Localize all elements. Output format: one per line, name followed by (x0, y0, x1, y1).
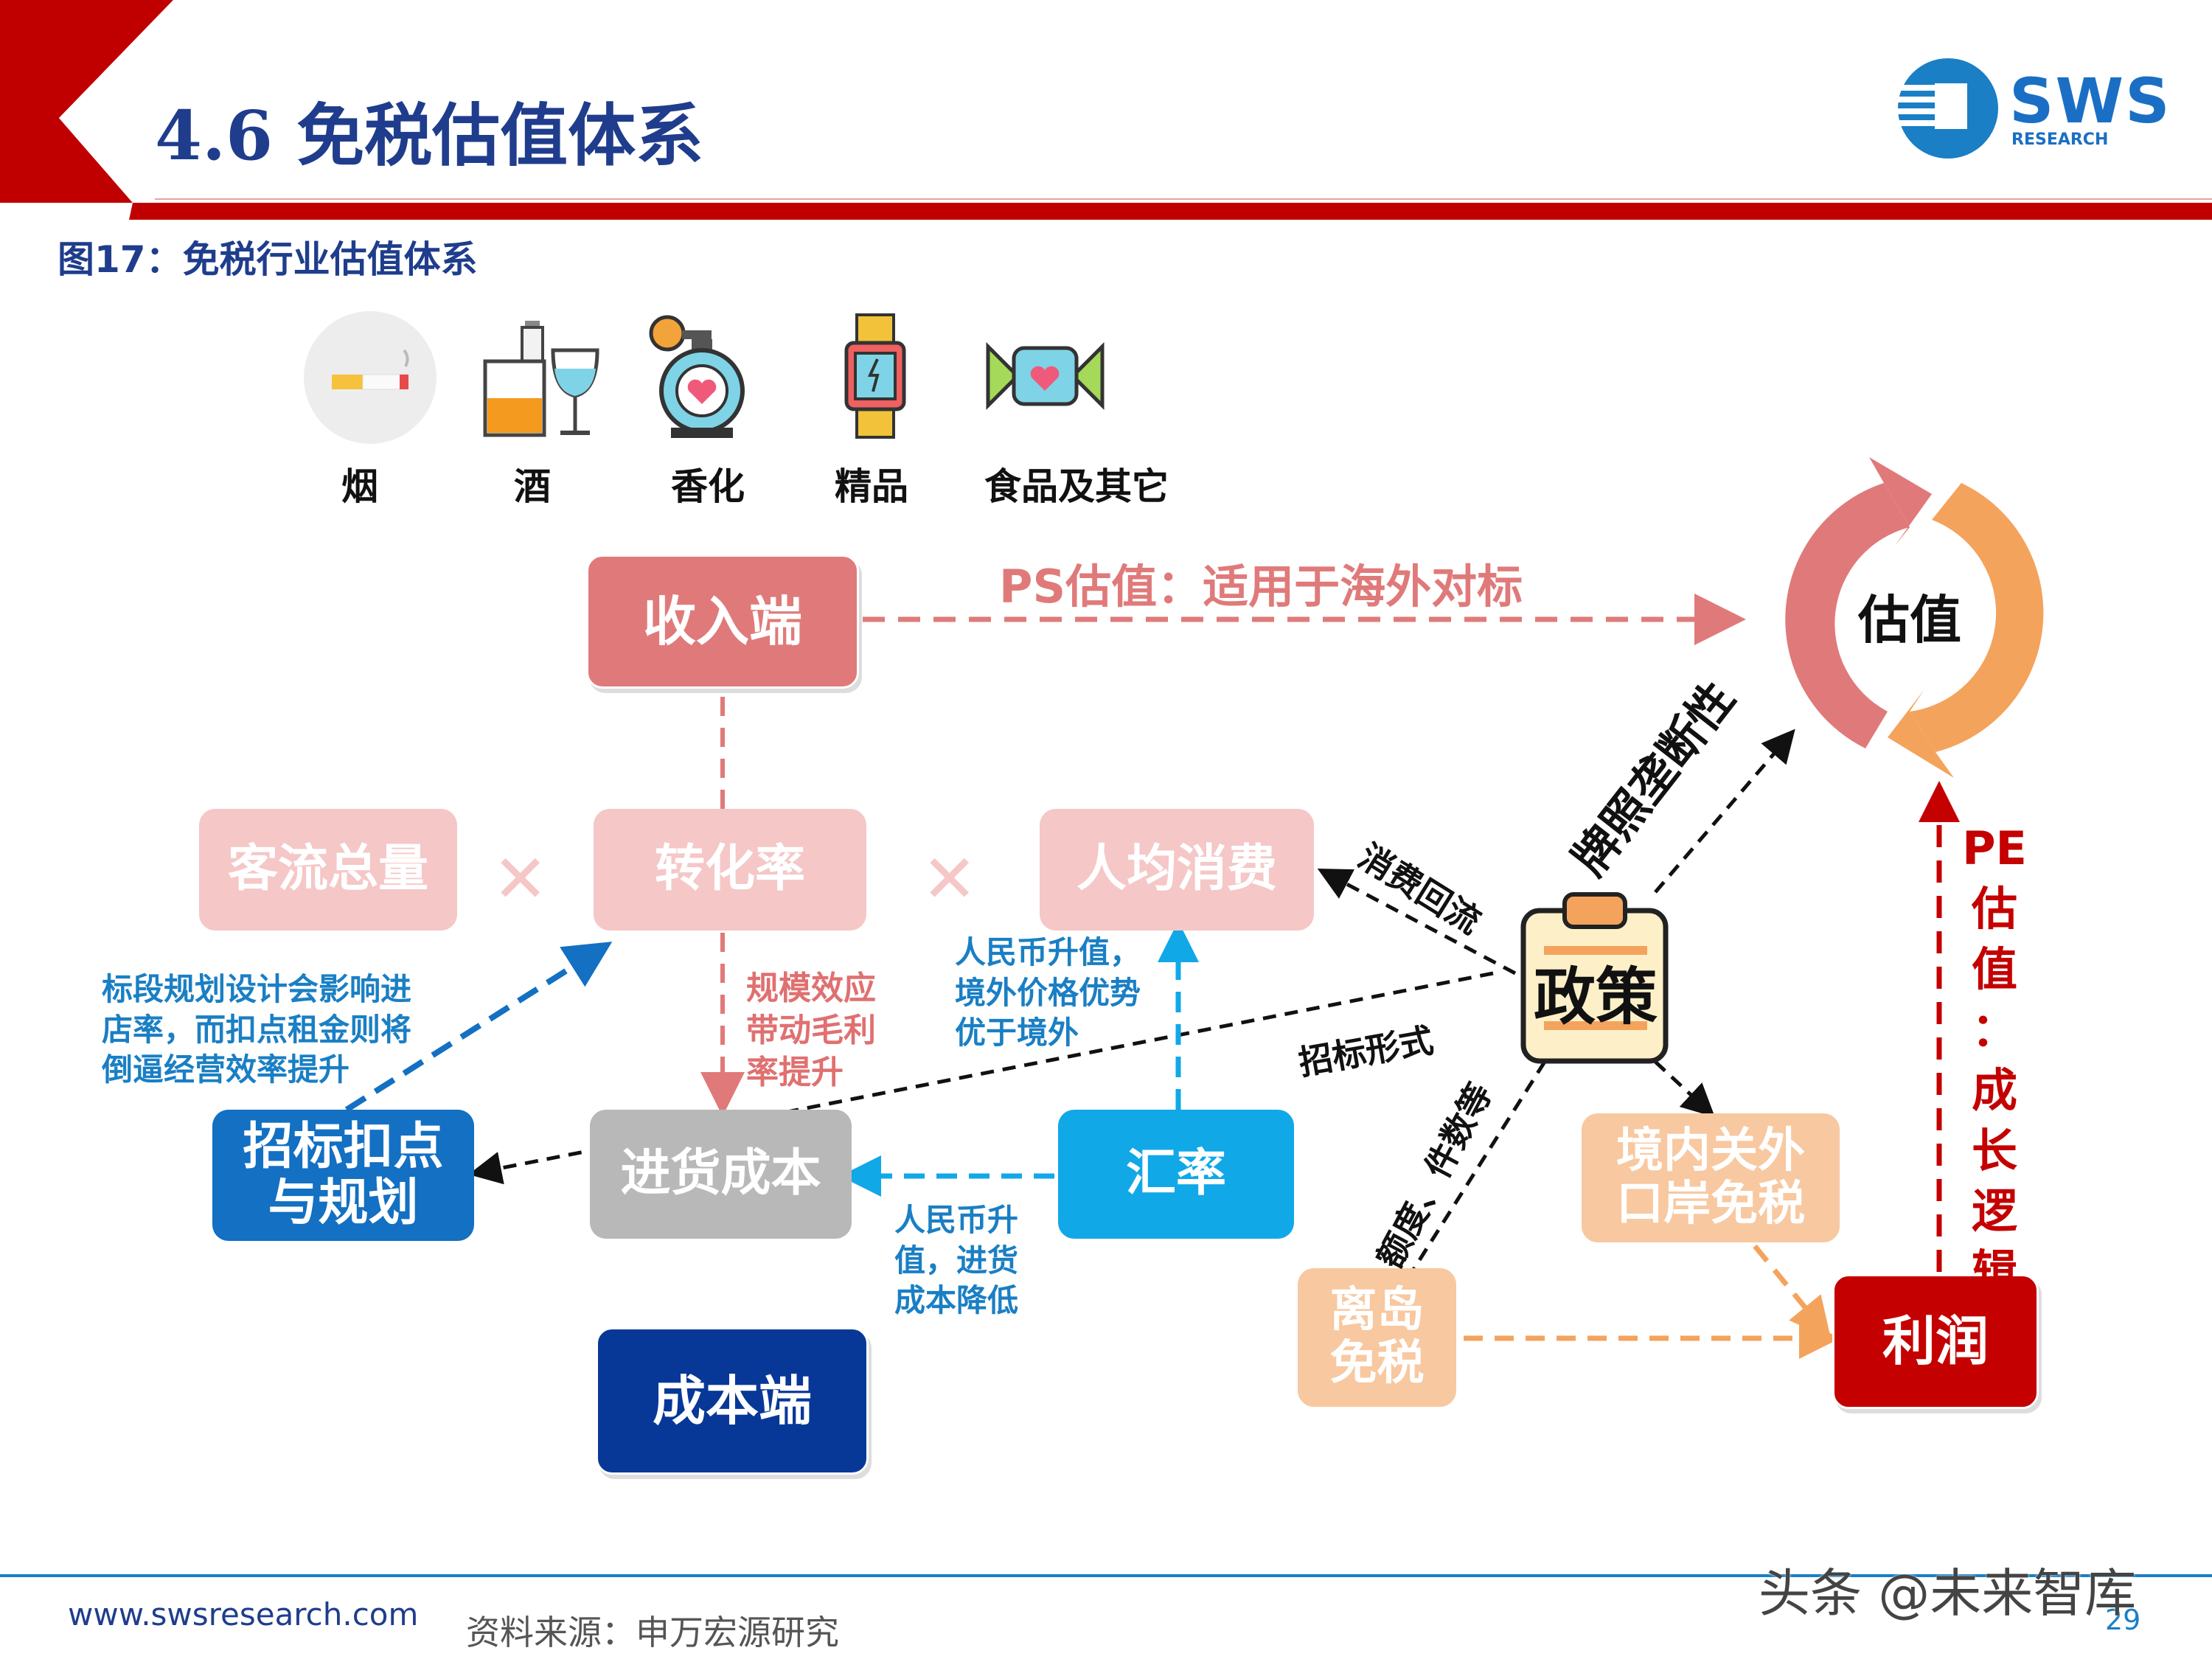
logo-text: SWS (2009, 65, 2171, 137)
node-purchase-cost: 进货成本 (590, 1110, 852, 1239)
cigarette-icon (304, 311, 437, 444)
pe-char-4: 成 (1971, 1063, 2017, 1117)
scale-effect-label: 规模效应 带动毛利 率提升 (746, 970, 876, 1092)
pe-char-7: 辑 (1971, 1245, 2017, 1298)
page-title: 4.6 免税估值体系 (155, 96, 704, 175)
pe-valuation-label: PE 估 值 ： 成 长 逻 辑 (1961, 818, 2028, 1302)
multiply-sign-1: ✕ (493, 841, 549, 918)
footer-website[interactable]: www.swsresearch.com (68, 1596, 419, 1632)
node-cost-end: 成本端 (596, 1327, 869, 1475)
node-conversion: 转化率 (594, 809, 866, 931)
node-revenue: 收入端 (586, 554, 859, 689)
valuation-ring-icon (1785, 457, 2044, 778)
watch-icon (844, 313, 906, 439)
node-island: 离岛 免税 (1298, 1268, 1456, 1407)
policy-to-domestic-arrow (1654, 1060, 1715, 1118)
policy-to-per-capita-arrow (1317, 868, 1517, 975)
pe-char-3: ： (1971, 1003, 2017, 1057)
figure-title: 图17：免税行业估值体系 (58, 238, 478, 281)
footer-rule (0, 1574, 2212, 1577)
perfume-icon (649, 315, 745, 438)
category-label-tobacco: 烟 (341, 465, 378, 508)
node-policy: 政策 (1519, 888, 1670, 1065)
domestic-to-profit-arrow (1753, 1244, 1832, 1340)
logo-subtext: RESEARCH (2011, 131, 2109, 149)
rmb-price-label: 人民币升值， 境外价格优势 优于境外 (955, 934, 1141, 1051)
rmb-cost-label: 人民币升 值，进货 成本降低 (894, 1202, 1019, 1319)
category-label-food-other: 食品及其它 (984, 465, 1169, 508)
node-per-capita: 人均消费 (1040, 809, 1314, 931)
pe-char-6: 逻 (1971, 1184, 2017, 1238)
bid-note-label: 标段规划设计会影响进 店率，而扣点租金则将 倒逼经营效率提升 (102, 971, 412, 1088)
candy-icon (986, 341, 1105, 411)
category-label-luxury: 精品 (835, 465, 908, 508)
policy-to-bid-arrow (468, 971, 1494, 1185)
clipboard-icon (1520, 892, 1669, 1064)
watermark: 头条 @未来智库 (1759, 1563, 2137, 1624)
footer-source: 资料来源：申万宏源研究 (466, 1613, 839, 1652)
header-banner (0, 0, 2212, 220)
node-bid: 招标扣点 与规划 (212, 1110, 474, 1241)
wine-glass-icon (483, 321, 599, 437)
bid-to-conversion-arrow (344, 942, 613, 1113)
pe-char-0: PE (1962, 821, 2027, 875)
valuation-label: 估值 (1858, 590, 1961, 650)
page-number: 29 (2105, 1604, 2141, 1636)
multiply-sign-2: ✕ (922, 841, 978, 918)
policy-label: 政策 (1534, 961, 1658, 1033)
pe-char-2: 值 (1971, 942, 2017, 996)
sws-logo-icon (1898, 58, 1998, 159)
policy-to-island-arrow (1410, 1060, 1547, 1273)
pe-char-5: 长 (1971, 1124, 2017, 1178)
category-label-cosmetics: 香化 (671, 465, 745, 508)
policy-to-valuation-arrow (1654, 728, 1795, 894)
category-label-liquor: 酒 (514, 465, 551, 508)
node-profit: 利润 (1832, 1274, 2039, 1409)
pe-char-1: 估 (1971, 882, 2017, 936)
node-domestic: 境内关外 口岸免税 (1582, 1113, 1840, 1242)
node-fx: 汇率 (1058, 1110, 1294, 1239)
node-traffic: 客流总量 (199, 809, 457, 931)
ps-valuation-label: PS估值：适用于海外对标 (999, 560, 1523, 613)
